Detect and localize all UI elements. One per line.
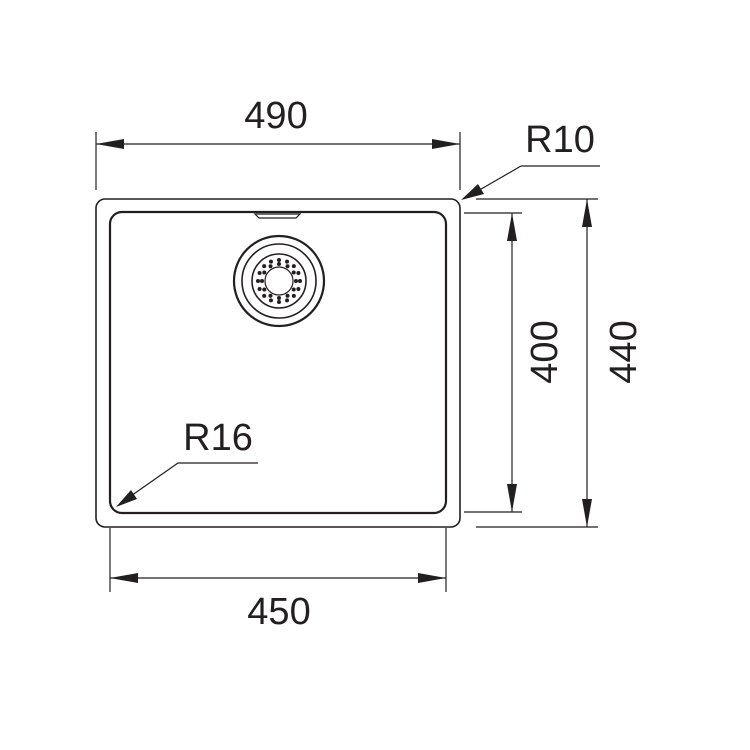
strainer-hole [296, 287, 301, 292]
strainer-hole [268, 259, 273, 264]
strainer-hole [291, 293, 296, 298]
strainer-hole [257, 287, 262, 292]
inner-radius-leader: R16 [116, 417, 258, 507]
strainer-hole [285, 298, 290, 303]
inner-depth-dimension: 400 [464, 212, 566, 513]
strainer-hole [256, 279, 260, 283]
outer-radius-label: R10 [525, 119, 595, 161]
overflow-slot [253, 213, 302, 219]
inner-bowl-outline [108, 210, 448, 515]
strainer-hole [268, 264, 273, 269]
strainer-hole [285, 264, 290, 269]
strainer-hole [291, 264, 296, 269]
outer-radius-leader: R10 [461, 119, 600, 200]
strainer-hole [277, 296, 281, 300]
strainer-hole [277, 258, 281, 262]
strainer-hole [294, 279, 298, 283]
strainer-hole [268, 293, 273, 298]
strainer-hole [268, 298, 273, 303]
strainer-hole [285, 293, 290, 298]
strainer-hole [262, 293, 267, 298]
outer-depth-dimension: 440 [476, 198, 645, 528]
strainer-hole [291, 287, 296, 292]
inner-radius-label: R16 [183, 417, 253, 459]
strainer-hole [277, 300, 281, 304]
inner-depth-label: 400 [524, 320, 566, 383]
strainer-hole [262, 264, 267, 269]
strainer-hole [296, 270, 301, 275]
strainer-hole [257, 270, 262, 275]
outer-width-dimension: 490 [95, 95, 461, 190]
outer-width-label: 490 [244, 95, 307, 137]
outer-sink-outline [95, 198, 461, 528]
inner-width-dimension: 450 [109, 528, 447, 633]
strainer-hole [285, 259, 290, 264]
drain-strainer-icon [232, 234, 326, 328]
strainer-hole [260, 279, 264, 283]
inner-width-label: 450 [247, 591, 310, 633]
outer-depth-label: 440 [603, 320, 645, 383]
strainer-hole [298, 279, 302, 283]
strainer-hole [291, 270, 296, 275]
strainer-hole [277, 262, 281, 266]
strainer-hole [262, 287, 267, 292]
strainer-hole [262, 270, 267, 275]
